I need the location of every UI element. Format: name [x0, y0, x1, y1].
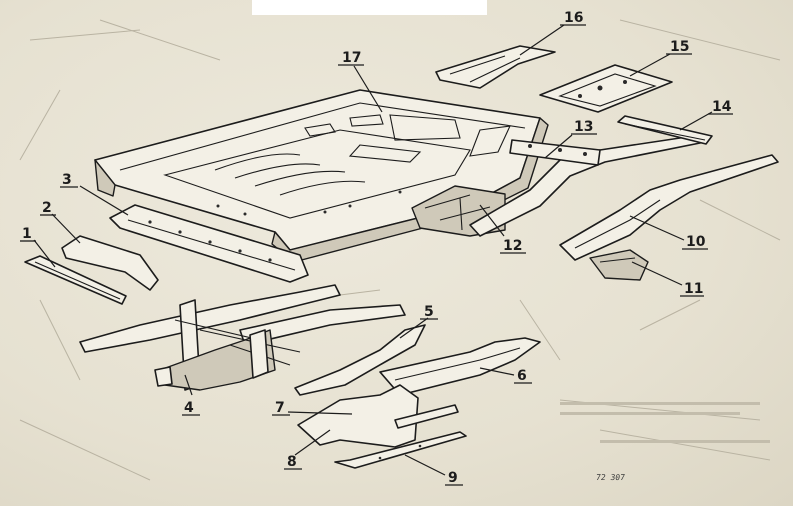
callout-6: 6 [517, 368, 527, 384]
callout-11: 11 [684, 281, 703, 297]
part-16-bracket [435, 45, 556, 89]
leader-16 [519, 24, 565, 56]
part-2-front-bracket [61, 235, 159, 291]
leader-3 [79, 185, 129, 216]
callout-labels: 1 2 3 4 5 6 7 8 9 10 11 12 13 1 [20, 10, 733, 486]
callout-14: 14 [712, 99, 732, 115]
part-6-side-member [379, 337, 541, 396]
part-3-front-crossmember [109, 204, 309, 283]
leader-15 [629, 53, 671, 77]
callout-2: 2 [42, 200, 52, 216]
leader-12 [479, 204, 505, 237]
leader-11 [631, 261, 683, 286]
leader-14 [679, 111, 713, 131]
leader-9 [404, 454, 446, 476]
part-5-side-rail [294, 324, 426, 396]
blank-label-area [252, 0, 487, 15]
callout-13: 13 [574, 119, 593, 135]
callout-15: 15 [670, 39, 689, 55]
callout-12: 12 [503, 238, 522, 254]
leader-8 [294, 429, 331, 456]
part-14-rear-crossbar [617, 115, 713, 145]
part-1-sill-strip [24, 255, 127, 305]
callout-7: 7 [275, 400, 285, 416]
callout-3: 3 [62, 172, 72, 188]
part-11-bracket [589, 249, 649, 281]
part-8-rear-subframe [297, 384, 459, 448]
leader-4 [184, 374, 193, 396]
leader-1 [33, 239, 56, 268]
part-15-rear-panel [539, 64, 673, 113]
part-9-tie-strip [334, 431, 467, 469]
callout-1: 1 [22, 226, 32, 242]
leader-13 [544, 134, 573, 159]
leader-7 [287, 411, 353, 415]
callout-4: 4 [184, 400, 194, 416]
figure-reference-code: 72 307 [595, 473, 626, 482]
callout-9: 9 [448, 470, 458, 486]
leader-5 [399, 317, 429, 339]
leader-lines [33, 24, 713, 476]
callout-16: 16 [564, 10, 583, 26]
leader-10 [629, 215, 685, 241]
part-4-front-subframe [79, 284, 406, 391]
callout-10: 10 [686, 234, 706, 250]
callout-17: 17 [342, 50, 361, 66]
leader-6 [479, 367, 515, 376]
leader-17 [353, 65, 383, 113]
part-10-rear-member [559, 154, 779, 261]
callout-8: 8 [287, 454, 297, 470]
leader-2 [51, 213, 81, 244]
callout-5: 5 [424, 304, 434, 320]
